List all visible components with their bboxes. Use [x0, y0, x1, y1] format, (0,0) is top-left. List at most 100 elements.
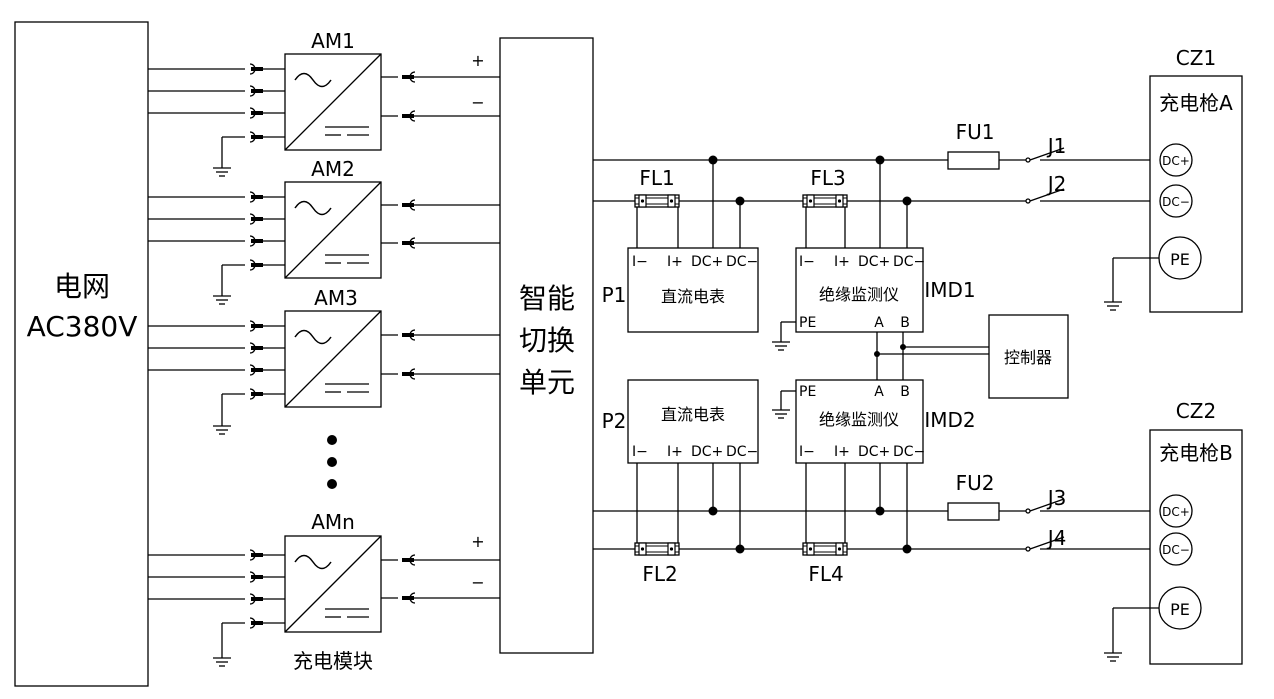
charging-gun-b: CZ2 充电枪B DC+ DC− PE: [1103, 399, 1243, 665]
shunt-label: FL2: [642, 562, 677, 586]
shunt-label: FL1: [639, 166, 674, 190]
ground-icon: [771, 333, 791, 351]
imd-name: 绝缘监测仪: [819, 285, 899, 304]
pin-label: I−: [799, 254, 815, 270]
contactor-label: J1: [1046, 134, 1067, 158]
ground-icon: [212, 649, 232, 667]
insulation-monitor-imd1: I− I+ DC+ DC− 绝缘监测仪 PE A B IMD1: [771, 247, 976, 351]
acdc-converter-icon: [284, 181, 382, 279]
ground-icon: [1103, 293, 1123, 311]
minus-sign: −: [471, 573, 484, 592]
dc-bus-a: FL1 FL3 FU1 J1 J2: [593, 120, 1160, 248]
gun-pin-dc-minus: DC−: [1162, 195, 1190, 209]
gun-pin-dc-plus: DC+: [1162, 154, 1190, 168]
plus-sign: +: [471, 51, 484, 70]
pin-label: PE: [799, 384, 816, 400]
pin-label: I−: [632, 254, 648, 270]
fuse-icon: [947, 151, 1000, 170]
fuse-label: FU2: [956, 471, 995, 495]
acdc-converter-icon: [284, 53, 382, 151]
meter-name: 直流电表: [661, 405, 725, 424]
charging-module-amn: AMn + −: [148, 510, 500, 667]
pin-label: A: [874, 384, 884, 400]
grid-label: 电网: [54, 270, 110, 303]
pin-label: I+: [667, 444, 683, 460]
pin-label: B: [900, 315, 910, 331]
acdc-converter-icon: [284, 310, 382, 408]
gun-pin-pe: PE: [1170, 250, 1190, 269]
shunt-icon: [802, 194, 848, 208]
charging-module-am3: AM3: [148, 286, 500, 435]
ground-icon: [771, 401, 791, 419]
module-label: AM1: [311, 29, 355, 53]
dc-meter-p2: 直流电表 I− I+ DC+ DC− P2: [602, 379, 759, 464]
contactor-label: J2: [1046, 172, 1067, 196]
meter-name: 直流电表: [661, 287, 725, 306]
pin-label: DC−: [893, 444, 925, 460]
gun-name: 充电枪A: [1159, 91, 1233, 115]
switch-unit-label: 单元: [519, 366, 575, 399]
power-grid-block: 电网 AC380V: [14, 21, 149, 687]
dc-meter-p1: I− I+ DC+ DC− 直流电表 P1: [602, 247, 759, 333]
shunt-label: FL3: [810, 166, 845, 190]
charging-module-am1: AM1 + −: [148, 29, 500, 177]
fuse-icon: [947, 502, 1000, 521]
pin-label: A: [874, 315, 884, 331]
shunt-label: FL4: [808, 562, 843, 586]
controller-label: 控制器: [1004, 348, 1052, 367]
meter-tag: P2: [602, 409, 627, 433]
pin-label: DC+: [691, 254, 723, 270]
pin-label: DC+: [691, 444, 723, 460]
controller-block: 控制器: [874, 314, 1069, 399]
smart-switching-unit: 智能 切换 单元: [499, 37, 594, 654]
gun-name: 充电枪B: [1159, 441, 1233, 465]
module-label: AM2: [311, 157, 355, 181]
shunt-icon: [802, 542, 848, 556]
grid-voltage: AC380V: [27, 310, 138, 343]
pin-label: DC+: [858, 444, 890, 460]
charging-module-am2: AM2: [148, 157, 500, 305]
minus-sign: −: [471, 93, 484, 112]
contactor-label: J3: [1046, 486, 1067, 510]
imd-tag: IMD1: [924, 278, 975, 302]
pin-label: PE: [799, 315, 816, 331]
pin-label: I+: [667, 254, 683, 270]
insulation-monitor-imd2: PE A B 绝缘监测仪 I− I+ DC+ DC− IMD2: [771, 379, 976, 464]
ground-icon: [212, 417, 232, 435]
imd-name: 绝缘监测仪: [819, 410, 899, 429]
acdc-converter-icon: [284, 535, 382, 633]
pin-label: DC+: [858, 254, 890, 270]
ground-icon: [1103, 644, 1123, 662]
gun-tag: CZ1: [1176, 46, 1216, 70]
meter-tag: P1: [602, 283, 627, 307]
pin-label: DC−: [726, 444, 758, 460]
gun-pin-pe: PE: [1170, 600, 1190, 619]
fuse-label: FU1: [956, 120, 995, 144]
gun-pin-dc-plus: DC+: [1162, 505, 1190, 519]
switch-unit-label: 切换: [519, 324, 575, 357]
pin-label: I+: [834, 254, 850, 270]
gun-tag: CZ2: [1176, 399, 1216, 423]
plus-sign: +: [471, 532, 484, 551]
shunt-icon: [634, 194, 680, 208]
dc-bus-b: FL2 FL4 FU2 J3 J4: [593, 463, 1160, 586]
ellipsis-dots: [327, 435, 337, 489]
pin-label: I−: [799, 444, 815, 460]
pin-label: B: [900, 384, 910, 400]
gun-pin-dc-minus: DC−: [1162, 543, 1190, 557]
pin-label: DC−: [893, 254, 925, 270]
modules-caption: 充电模块: [293, 649, 373, 673]
module-label: AMn: [311, 510, 355, 534]
ground-icon: [212, 159, 232, 177]
charging-gun-a: CZ1 充电枪A DC+ DC− PE: [1103, 46, 1243, 313]
module-label: AM3: [314, 286, 358, 310]
pin-label: I+: [834, 444, 850, 460]
pin-label: DC−: [726, 254, 758, 270]
shunt-icon: [634, 542, 680, 556]
pin-label: I−: [632, 444, 648, 460]
ground-icon: [212, 287, 232, 305]
switch-unit-label: 智能: [519, 282, 575, 315]
imd-tag: IMD2: [924, 408, 975, 432]
contactor-label: J4: [1046, 526, 1067, 550]
